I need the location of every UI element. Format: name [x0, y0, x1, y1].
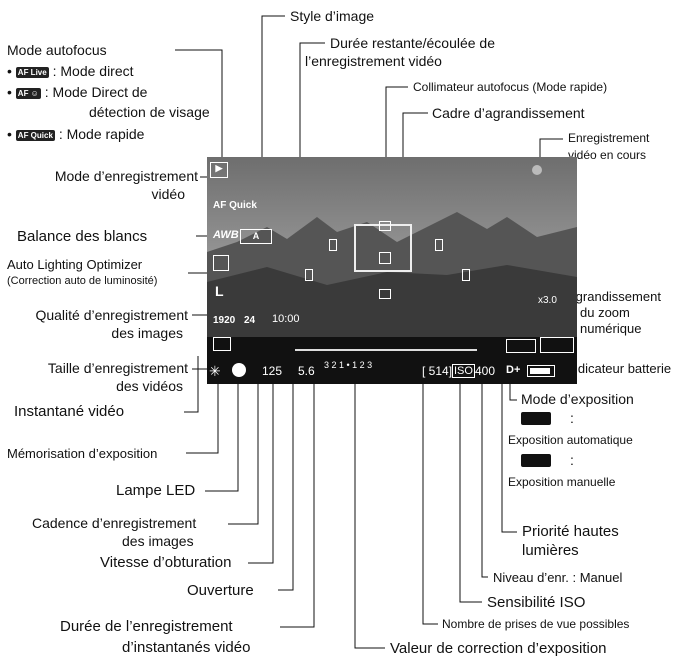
label-colon-2: :: [570, 452, 574, 468]
label-cadence-2: des images: [122, 533, 194, 549]
af-quick-text: : Mode rapide: [58, 126, 145, 142]
alo-overlay-icon: [213, 255, 229, 271]
label-prises: Nombre de prises de vue possibles: [442, 617, 630, 631]
af-point-center: [379, 252, 391, 264]
label-qualite-2: des images: [111, 325, 183, 341]
label-niveau: Niveau d’enr. : Manuel: [493, 570, 623, 585]
ae-lock-star: ✳: [209, 363, 221, 379]
af-face-text-1: : Mode Direct de: [44, 84, 148, 100]
label-ouverture: Ouverture: [187, 582, 254, 599]
video-snapshot-icon: [213, 337, 231, 351]
af-quick-overlay: AF Quick: [213, 200, 257, 211]
label-cadre: Cadre d’agrandissement: [432, 105, 585, 121]
af-live-text: : Mode direct: [52, 63, 134, 79]
label-agrand-2: du zoom: [580, 305, 630, 320]
label-taille-2: des vidéos: [116, 378, 183, 394]
af-point-left: [329, 239, 337, 251]
size-1920-overlay: 1920: [213, 315, 236, 326]
label-duree-inst-1: Durée de l’enregistrement: [60, 618, 233, 635]
awb-overlay: AWB: [213, 229, 239, 241]
iso-label-overlay: ISO: [452, 364, 475, 378]
af-point-far-left: [305, 269, 313, 281]
label-vitesse: Vitesse d’obturation: [100, 554, 232, 571]
label-expo-man: Exposition manuelle: [508, 475, 616, 489]
label-mode-enreg-2: vidéo: [151, 186, 185, 202]
snapshot-duration-bar: [295, 349, 477, 351]
af-live-row: • AF Live : Mode direct: [7, 63, 134, 79]
af-point-bottom: [379, 289, 391, 299]
label-expo-auto: Exposition automatique: [508, 433, 633, 447]
label-cadence-1: Cadence d’enregistrement: [32, 515, 197, 531]
label-mode-expo: Mode d’exposition: [521, 391, 634, 407]
picture-style-value: A: [252, 231, 260, 241]
label-duree-2: l’enregistrement vidéo: [305, 53, 442, 69]
af-quick-icon: AF Quick: [15, 129, 55, 141]
exposure-mode-overlay-icon: [540, 337, 574, 353]
camera-live-view-screen: ▶ AF Quick AWB A L 1920 24 10:00 x3.0 ✳ …: [207, 157, 577, 384]
quality-overlay: L: [215, 283, 224, 299]
recording-indicator-dot: [532, 165, 542, 175]
zoom-overlay: x3.0: [538, 295, 557, 306]
label-agrand-3: numérique: [580, 321, 642, 336]
picture-style-overlay: A: [240, 229, 272, 244]
label-balance-blancs: Balance des blancs: [17, 228, 148, 245]
label-qualite-1: Qualité d’enregistrement: [35, 307, 188, 323]
label-priorite-2: lumières: [522, 542, 579, 559]
movie-mode-icon: ▶: [210, 162, 228, 178]
label-correction: Valeur de correction d’exposition: [390, 640, 607, 657]
label-style-image: Style d’image: [290, 8, 375, 24]
mic-level-overlay-icon: [506, 339, 536, 353]
landscape-background: [207, 157, 577, 384]
af-face-row: • AF ☺ : Mode Direct de: [7, 84, 148, 100]
shutter-speed-overlay: 125: [262, 364, 283, 378]
af-live-icon: AF Live: [15, 66, 49, 78]
highlight-priority-overlay: D+: [506, 364, 521, 376]
label-lampe-led: Lampe LED: [116, 482, 196, 499]
label-mode-enreg-1: Mode d’enregistrement: [54, 168, 198, 184]
label-agrand-1: Agrandissement: [567, 289, 661, 304]
label-mode-autofocus: Mode autofocus: [7, 42, 107, 58]
label-alo-1: Auto Lighting Optimizer: [7, 257, 143, 272]
magnification-frame: [354, 224, 412, 272]
af-face-icon: AF ☺: [15, 87, 41, 99]
label-enreg-cours-2: vidéo en cours: [568, 148, 647, 162]
label-iso: Sensibilité ISO: [487, 594, 586, 611]
iso-value-overlay: 400: [475, 364, 496, 378]
time-overlay: 10:00: [272, 313, 300, 325]
led-lamp-icon: [232, 363, 246, 377]
battery-icon: [527, 365, 555, 377]
af-face-text-2: détection de visage: [89, 104, 210, 120]
label-colon-1: :: [570, 410, 574, 426]
label-collimateur: Collimateur autofocus (Mode rapide): [413, 80, 608, 94]
af-point-far-right: [462, 269, 470, 281]
label-batterie: Indicateur batterie: [567, 361, 672, 376]
af-quick-row: • AF Quick : Mode rapide: [7, 126, 145, 142]
af-point-right: [435, 239, 443, 251]
auto-exposure-movie-icon: [521, 412, 551, 425]
label-duree-1: Durée restante/écoulée de: [330, 35, 495, 51]
label-duree-inst-2: d’instantanés vidéo: [122, 639, 251, 656]
manual-exposure-movie-icon: [521, 454, 551, 467]
fps-24-overlay: 24: [244, 315, 256, 326]
aperture-overlay: 5.6: [298, 364, 315, 378]
shots-remaining-overlay: [ 514]: [422, 364, 453, 378]
label-alo-2: (Correction auto de luminosité): [7, 275, 158, 287]
label-priorite-1: Priorité hautes: [522, 523, 619, 540]
label-enreg-cours-1: Enregistrement: [568, 131, 650, 145]
af-point-top: [379, 221, 391, 231]
label-memorisation: Mémorisation d’exposition: [7, 446, 158, 461]
exposure-scale-overlay: 3 2 1 • 1 2 3: [324, 360, 373, 370]
label-instantane: Instantané vidéo: [14, 403, 125, 420]
label-taille-1: Taille d’enregistrement: [47, 360, 188, 376]
